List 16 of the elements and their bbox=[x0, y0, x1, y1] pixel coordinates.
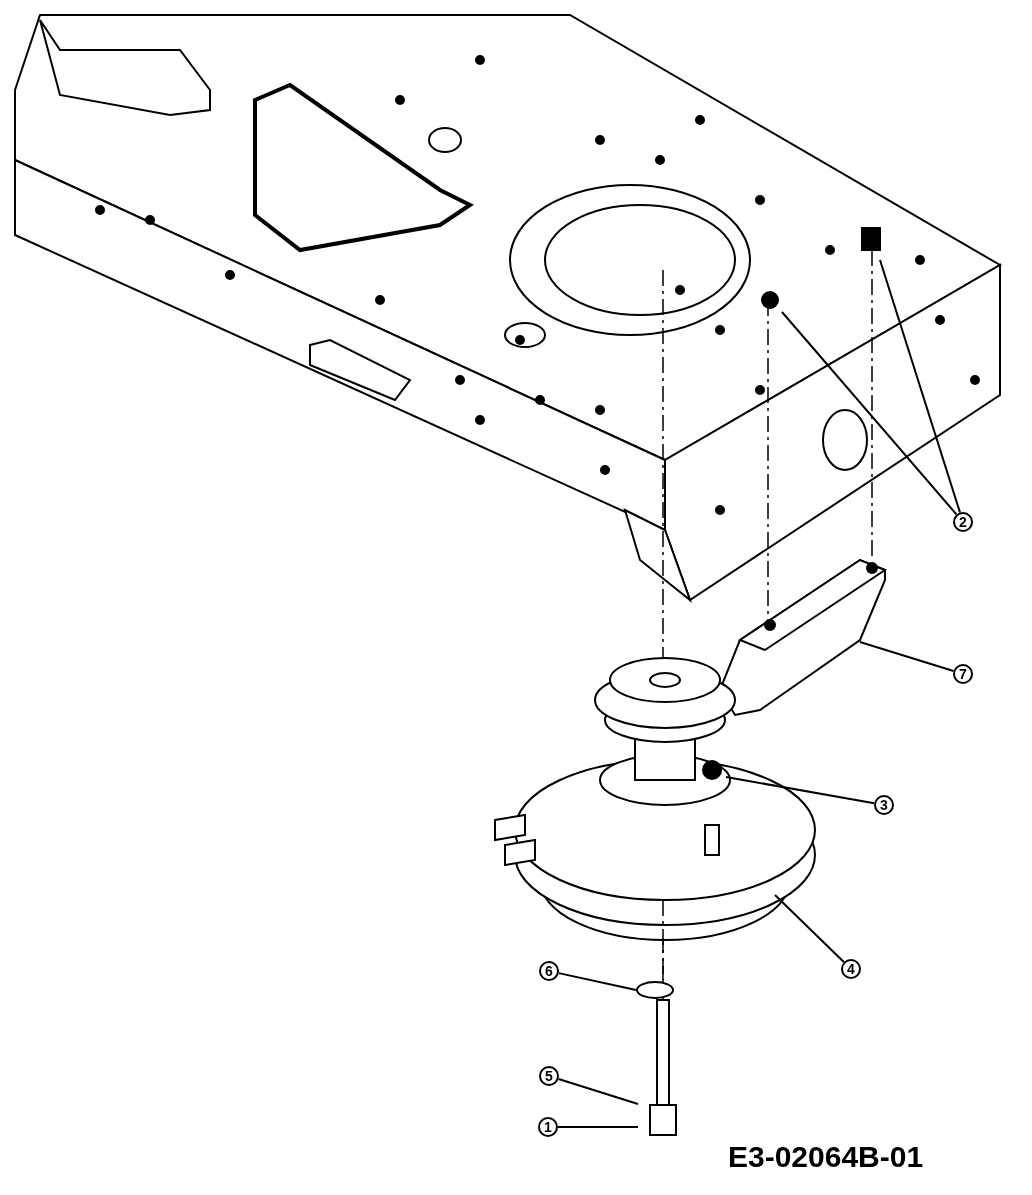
callout-number: 4 bbox=[841, 959, 861, 979]
drawing-number: E3-02064B-01 bbox=[728, 1140, 924, 1174]
leader-line bbox=[859, 641, 955, 673]
callout-number: 7 bbox=[953, 664, 973, 684]
callout-number: 5 bbox=[539, 1066, 559, 1086]
leader-line bbox=[781, 311, 958, 516]
callout-number: 6 bbox=[539, 961, 559, 981]
leader-line bbox=[557, 972, 637, 991]
leader-line bbox=[725, 776, 876, 805]
callout-number: 2 bbox=[953, 512, 973, 532]
callout-number: 3 bbox=[874, 795, 894, 815]
leader-line bbox=[879, 259, 961, 514]
leader-line bbox=[557, 1078, 639, 1105]
leader-line bbox=[557, 1126, 639, 1128]
callout-number: 1 bbox=[538, 1117, 558, 1137]
leader-line bbox=[774, 894, 845, 963]
